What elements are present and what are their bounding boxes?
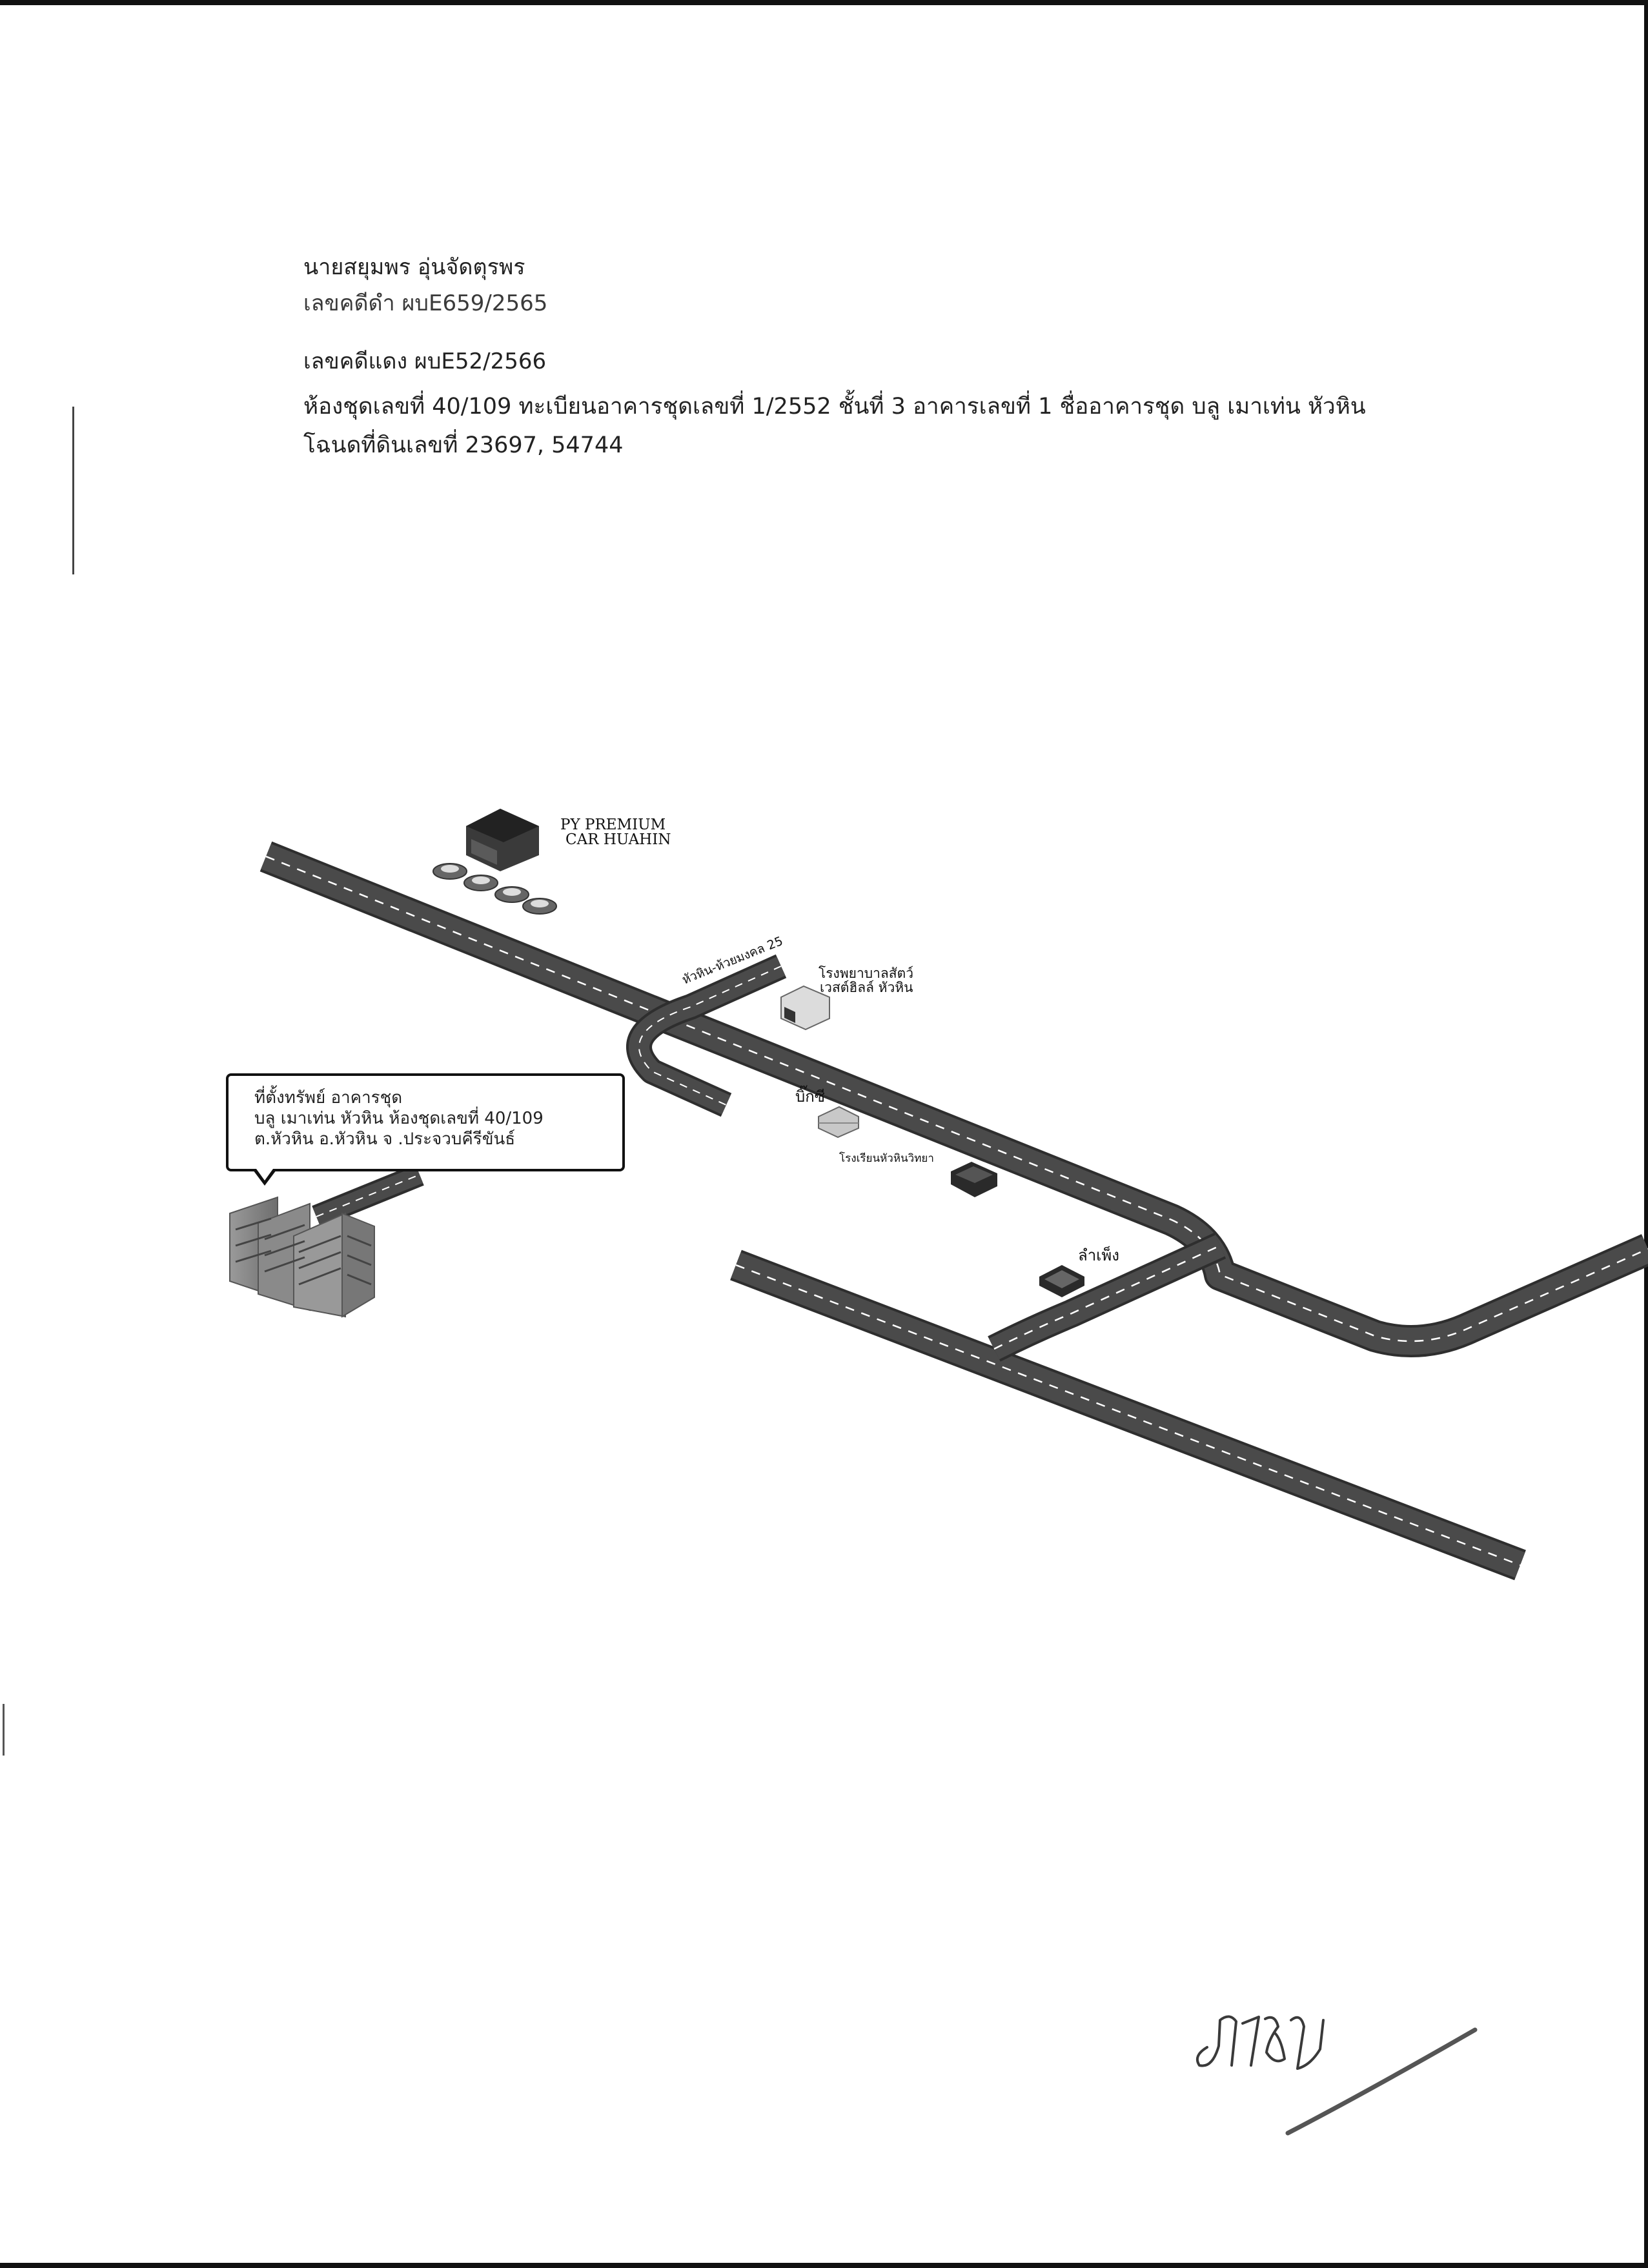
title-deed-numbers: โฉนดที่ดินเลขที่ 23697, 54744 [303, 432, 624, 458]
scan-mark [72, 407, 74, 574]
owner-name: นายสยุมพร อุ่นจัดตุรพร [303, 254, 525, 280]
scan-edge-bottom [0, 2263, 1648, 2268]
dealer-label-line1: PY PREMIUM [560, 816, 666, 833]
signature [1196, 2015, 1478, 2136]
lamphen-building-icon [1039, 1265, 1084, 1297]
callout-text: ที่ตั้งทรัพย์ อาคารชุด บลู เมาเท่น หัวหิ… [254, 1088, 544, 1149]
dealer-cars [432, 863, 557, 915]
vet-hospital-icon [780, 985, 830, 1031]
black-case-number: เลขคดีดำ ผบE659/2565 [303, 290, 548, 316]
main-road [259, 841, 1648, 1357]
vet-label-line1: โรงพยาบาลสัตว์ [819, 966, 913, 981]
bigc-store-icon [818, 1106, 859, 1139]
bigc-label: บิ๊กซี [795, 1085, 825, 1106]
unit-description: ห้องชุดเลขที่ 40/109 ทะเบียนอาคารชุดเลขท… [303, 394, 1366, 420]
vet-label-line2: เวสต์ฮิลล์ หัวหิน [820, 980, 913, 995]
car-icon [522, 898, 557, 915]
car-icon [494, 886, 529, 903]
connector-road [988, 1232, 1226, 1362]
road-network [259, 841, 1648, 1581]
car-icon [463, 875, 498, 891]
condo-building-icon [229, 1196, 375, 1318]
callout-line3: ต.หัวหิน อ.หัวหิน จ .ประจวบคีรีขันธ์ [254, 1129, 516, 1149]
callout-line2: บลู เมาเท่น หัวหิน ห้องชุดเลขที่ 40/109 [254, 1109, 544, 1128]
property-location-callout: ที่ตั้งทรัพย์ อาคารชุด บลู เมาเท่น หัวหิ… [226, 1073, 625, 1171]
car-icon [432, 863, 467, 880]
callout-line1: ที่ตั้งทรัพย์ อาคารชุด [254, 1088, 403, 1108]
scan-edge-right [1644, 0, 1648, 2268]
callout-pointer-inner [256, 1169, 273, 1180]
side-road-huahin-25 [626, 954, 787, 1117]
scan-edge-top [0, 0, 1648, 5]
lamphen-label: ลำเพ็ง [1078, 1246, 1119, 1264]
dealer-label-line2: CAR HUAHIN [565, 831, 671, 848]
scan-mark [3, 1704, 5, 1756]
red-case-number: เลขคดีแดง ผบE52/2566 [303, 349, 547, 374]
lower-road [730, 1250, 1526, 1581]
school-icon [951, 1162, 997, 1197]
road-to-condo [312, 1164, 424, 1228]
school-label: โรงเรียนหัวหินวิทยา [839, 1151, 934, 1165]
car-dealership-icon [466, 809, 539, 871]
